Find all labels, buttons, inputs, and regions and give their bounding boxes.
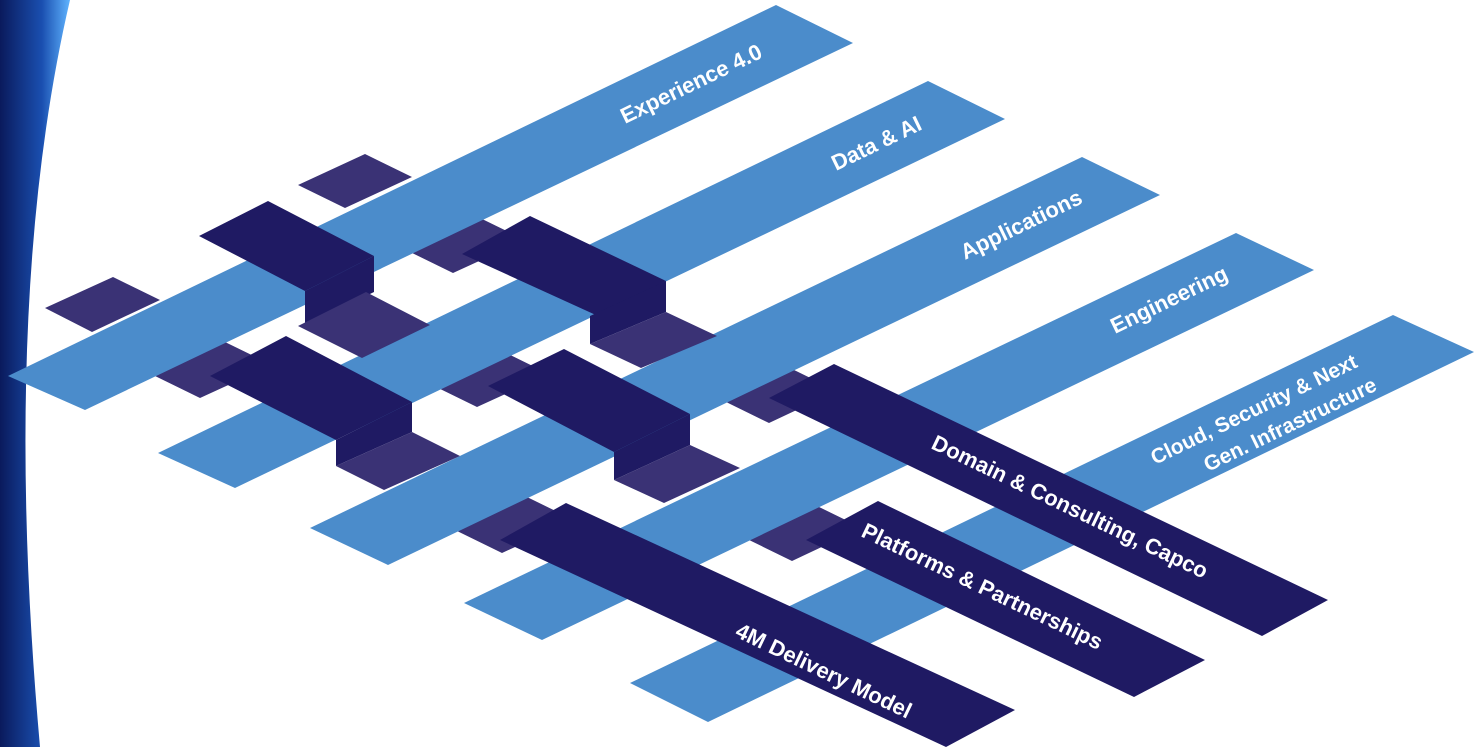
- woven-layer-upper: [199, 201, 1328, 747]
- left-background-swoosh: [0, 0, 70, 747]
- band-applications: [310, 157, 1160, 565]
- band-platforms: [806, 501, 1205, 697]
- band-domain-consulting: [769, 364, 1328, 636]
- band-experience: [8, 5, 853, 410]
- band-delivery-model: [500, 503, 1015, 747]
